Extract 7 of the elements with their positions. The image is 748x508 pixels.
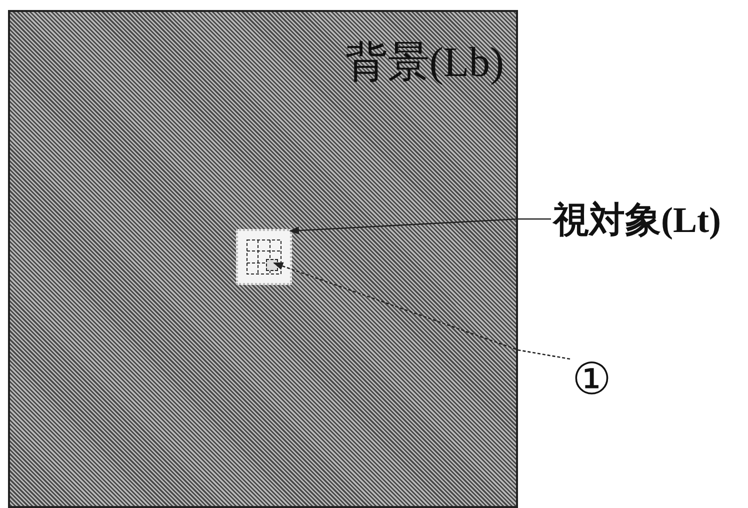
callout-number: ① bbox=[572, 358, 611, 402]
dashed-arrow bbox=[273, 262, 570, 360]
grid-cell bbox=[266, 259, 278, 271]
target-label: 視対象(Lt) bbox=[553, 202, 721, 238]
arrow bbox=[289, 218, 551, 235]
background-panel bbox=[8, 10, 518, 508]
target-square bbox=[236, 229, 292, 285]
